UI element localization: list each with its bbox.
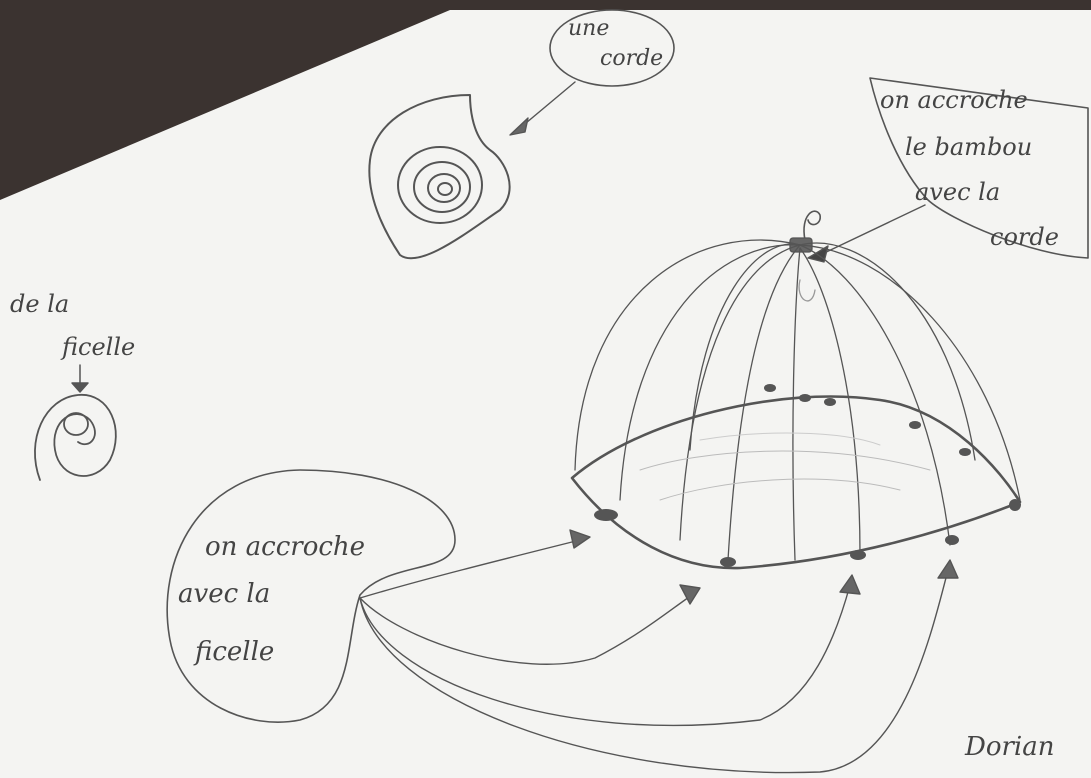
rope-bubble-line-2: corde: [600, 46, 663, 71]
tie-bubble-line-1: on accroche: [205, 532, 365, 562]
hook-bubble-line-3: avec la: [915, 178, 1000, 206]
hook-bubble-line-2: le bambou: [905, 133, 1032, 161]
string-label-line-2: ficelle: [60, 333, 135, 361]
hook-bubble-line-4: corde: [990, 223, 1059, 251]
tie-bubble-line-3: ficelle: [193, 637, 274, 667]
tie-bubble-line-2: avec la: [178, 579, 270, 609]
rope-bubble-line-1: une: [568, 16, 609, 41]
hook-bubble-line-1: on accroche: [880, 86, 1028, 114]
signature: Dorian: [964, 732, 1055, 762]
string-label-line-1: de la: [10, 290, 69, 318]
